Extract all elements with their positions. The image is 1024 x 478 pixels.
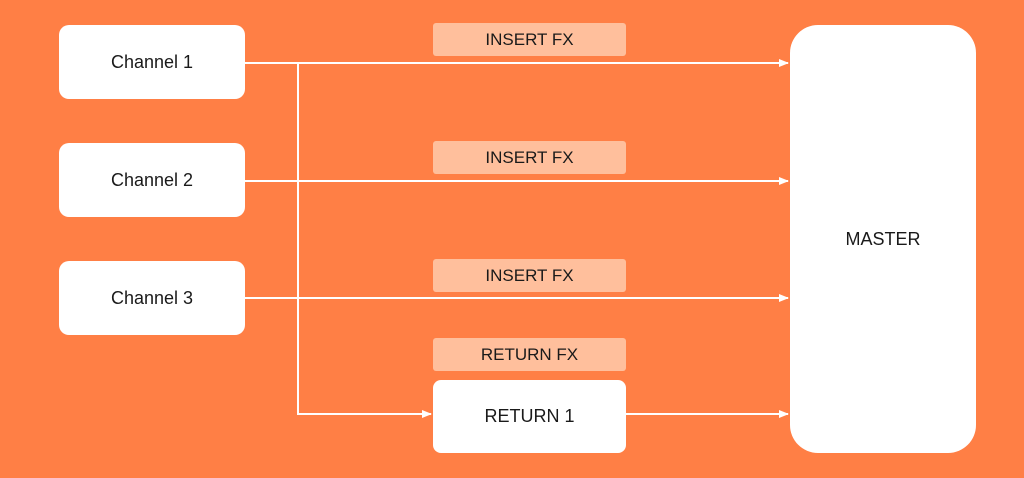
channel-2-label: Channel 2	[110, 169, 194, 190]
return-1-box: RETURN 1	[433, 380, 626, 453]
insert-fx-text: INSERT FX	[485, 147, 574, 167]
insert-fx-label-1: INSERT FX	[433, 23, 626, 56]
master-label: MASTER	[845, 228, 921, 249]
channel-1-label: Channel 1	[110, 51, 194, 72]
channel-2-box: Channel 2	[59, 143, 245, 217]
insert-fx-label-2: INSERT FX	[433, 141, 626, 174]
channel-3-label: Channel 3	[110, 287, 194, 308]
insert-fx-text: INSERT FX	[485, 265, 574, 285]
insert-fx-label-3: INSERT FX	[433, 259, 626, 292]
master-box: MASTER	[790, 25, 976, 453]
return-fx-label: RETURN FX	[433, 338, 626, 371]
channel-1-box: Channel 1	[59, 25, 245, 99]
insert-fx-text: INSERT FX	[485, 29, 574, 49]
return-fx-text: RETURN FX	[480, 344, 579, 364]
return-1-label: RETURN 1	[484, 406, 575, 426]
channel-3-box: Channel 3	[59, 261, 245, 335]
